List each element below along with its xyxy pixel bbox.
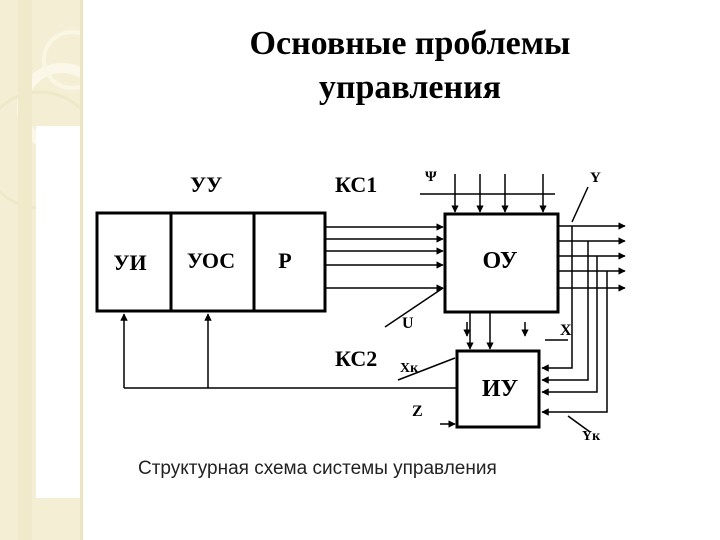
label-y: Y [590, 170, 601, 186]
disturbance-arrows [420, 174, 555, 213]
label-z: Z [412, 403, 423, 420]
diagram-caption: Структурная схема системы управления [138, 458, 497, 479]
feedback-lines [120, 313, 457, 389]
sidebar-edge [80, 0, 83, 540]
object-block [443, 212, 560, 314]
label-xk: Xк [400, 361, 419, 376]
output-sensing-lines [541, 226, 608, 433]
title-line-1: Основные проблемы [249, 25, 571, 62]
block-uos-label: УОС [187, 248, 235, 273]
label-ks2: КС2 [335, 346, 377, 371]
title-line-2: управления [318, 69, 502, 106]
content-panel [36, 126, 80, 498]
label-ks1: КС1 [335, 172, 377, 197]
label-psi: Ψ [425, 169, 437, 185]
control-unit-block [95, 211, 327, 313]
block-ou-label: ОУ [483, 248, 518, 274]
label-u: U [402, 315, 414, 332]
state-arrows [463, 312, 529, 350]
block-ui-label: УИ [113, 250, 146, 275]
measuring-block [455, 349, 541, 429]
page-title: Основные проблемы управления [150, 22, 670, 110]
label-uu: УУ [190, 172, 222, 197]
label-x: X [560, 322, 572, 339]
output-arrows [558, 186, 626, 292]
label-yk: Yк [582, 429, 601, 444]
block-iu-label: ИУ [482, 376, 519, 402]
block-r-label: Р [278, 248, 291, 273]
control-channel-ks1 [325, 223, 444, 328]
